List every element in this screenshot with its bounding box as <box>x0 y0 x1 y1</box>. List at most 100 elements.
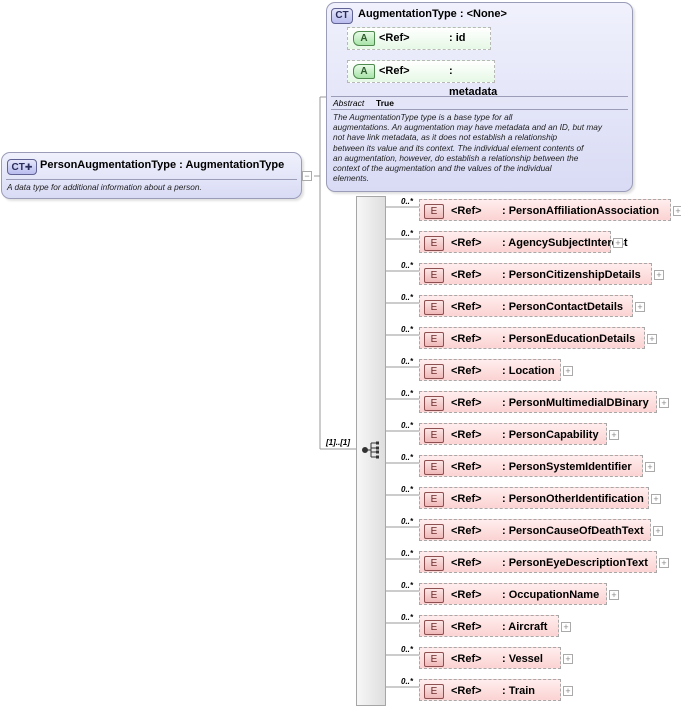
abstract-value: True <box>376 98 394 108</box>
element-name: : Train <box>502 685 536 697</box>
element-icon: E <box>424 492 444 507</box>
element-icon: E <box>424 620 444 635</box>
expand-icon[interactable]: + <box>613 238 623 248</box>
element-name: : PersonOtherIdentification <box>502 493 644 505</box>
expand-icon[interactable]: + <box>561 622 571 632</box>
attribute-metadata[interactable]: A <Ref> : metadata <box>347 60 497 98</box>
element-box[interactable]: E<Ref>: PersonEyeDescriptionText <box>419 551 657 573</box>
element-box[interactable]: E<Ref>: PersonCitizenshipDetails <box>419 263 652 285</box>
augmentation-type-box[interactable]: CT AugmentationType : <None> A <Ref> : i… <box>326 2 633 192</box>
element-icon: E <box>424 556 444 571</box>
element-name: : OccupationName <box>502 589 600 601</box>
element-box[interactable]: E <Ref> : PersonMultimedialDBinary <box>419 391 657 413</box>
element-ref: <Ref> <box>451 589 482 601</box>
description-line: augmentations. An augmentation may have … <box>333 122 603 133</box>
expand-icon[interactable]: + <box>673 206 681 216</box>
element-ref: <Ref> <box>451 365 482 377</box>
expand-icon[interactable]: + <box>647 334 657 344</box>
element-occurrence: 0..* <box>401 485 414 494</box>
element-occurrence: 0..* <box>401 677 414 686</box>
collapse-toggle-icon[interactable]: − <box>302 171 312 181</box>
attribute-icon: A <box>353 64 375 79</box>
element-box[interactable]: E<Ref>: PersonAffiliationAssociation <box>419 199 671 221</box>
augmentation-type-description: The AugmentationType type is a base type… <box>333 112 602 183</box>
expand-icon[interactable]: + <box>651 494 661 504</box>
expand-icon[interactable]: + <box>563 366 573 376</box>
element-occurrence: 0..* <box>401 645 414 654</box>
sequence-compositor[interactable] <box>356 196 386 706</box>
element-ref: <Ref> <box>451 237 482 249</box>
element-box[interactable]: E<Ref>: Location <box>419 359 561 381</box>
element-occurrence: 0..* <box>401 613 414 622</box>
element-box[interactable]: E <Ref> : PersonOtherIdentification <box>419 487 649 509</box>
expand-icon[interactable]: + <box>635 302 645 312</box>
description-line: context of the augmentation and the valu… <box>333 163 552 174</box>
element-icon: E <box>424 204 444 219</box>
attribute-id[interactable]: A <Ref> : id <box>347 27 491 50</box>
sequence-icon <box>362 441 379 459</box>
element-icon: E <box>424 588 444 603</box>
element-occurrence: 0..* <box>401 421 414 430</box>
element-occurrence: 0..* <box>401 325 414 334</box>
element-ref: <Ref> <box>451 493 482 505</box>
description-divider <box>331 109 628 110</box>
element-ref: <Ref> <box>451 525 482 537</box>
element-name: : PersonContactDetails <box>502 301 624 313</box>
element-box[interactable]: E<Ref>: Train <box>419 679 561 701</box>
element-box[interactable]: E<Ref>: PersonContactDetails <box>419 295 633 317</box>
element-name: : PersonMultimedialDBinary <box>502 397 649 409</box>
expand-icon[interactable]: + <box>659 398 669 408</box>
attribute-name: : id <box>449 32 466 44</box>
description-line: The AugmentationType type is a base type… <box>333 112 513 122</box>
element-box[interactable]: E <Ref> : OccupationName <box>419 583 607 605</box>
description-line: an augmentation, however, do establish a… <box>333 152 579 163</box>
element-box[interactable]: E<Ref>: PersonCapability <box>419 423 607 445</box>
element-icon: E <box>424 300 444 315</box>
expand-icon[interactable]: + <box>609 590 619 600</box>
element-box[interactable]: E <Ref> : PersonCauseOfDeathText <box>419 519 651 541</box>
element-name: : Aircraft <box>502 621 548 633</box>
element-icon: E <box>424 396 444 411</box>
element-occurrence: 0..* <box>401 293 414 302</box>
element-icon: E <box>424 332 444 347</box>
element-name: : PersonCauseOfDeathText <box>502 525 644 537</box>
attribute-icon: A <box>353 31 375 46</box>
description-line: not have link metadata, as it does not e… <box>333 132 558 143</box>
element-icon: E <box>424 236 444 251</box>
complex-type-icon: CT✚ <box>7 159 37 175</box>
element-ref: <Ref> <box>451 397 482 409</box>
element-ref: <Ref> <box>451 621 482 633</box>
element-name: : PersonEducationDetails <box>502 333 636 345</box>
element-ref: <Ref> <box>451 333 482 345</box>
expand-icon[interactable]: + <box>563 654 573 664</box>
element-box[interactable]: E<Ref>: Vessel <box>419 647 561 669</box>
element-ref: <Ref> <box>451 685 482 697</box>
expand-icon[interactable]: + <box>609 430 619 440</box>
element-box[interactable]: E<Ref>: PersonSystemIdentifier <box>419 455 643 477</box>
person-augmentation-type-box[interactable]: CT✚ PersonAugmentationType : Augmentatio… <box>1 152 302 199</box>
abstract-label: Abstract <box>333 98 365 108</box>
element-name: : AgencySubjectInterest <box>502 237 628 249</box>
element-occurrence: 0..* <box>401 453 414 462</box>
abstract-divider <box>331 96 628 97</box>
element-name: : PersonEyeDescriptionText <box>502 557 648 569</box>
description-line: between its value and its context. The i… <box>333 142 584 153</box>
expand-icon[interactable]: + <box>653 526 663 536</box>
element-occurrence: 0..* <box>401 549 414 558</box>
sequence-occurrence: [1]..[1] <box>326 438 350 447</box>
element-occurrence: 0..* <box>401 357 414 366</box>
title-divider <box>6 179 297 180</box>
expand-icon[interactable]: + <box>563 686 573 696</box>
element-box[interactable]: E <Ref> : PersonEducationDetails <box>419 327 645 349</box>
attribute-ref: <Ref> <box>379 65 410 77</box>
expand-icon[interactable]: + <box>654 270 664 280</box>
expand-icon[interactable]: + <box>659 558 669 568</box>
expand-icon[interactable]: + <box>645 462 655 472</box>
element-box[interactable]: E <Ref> : AgencySubjectInterest <box>419 231 628 253</box>
element-icon: E <box>424 524 444 539</box>
element-occurrence: 0..* <box>401 517 414 526</box>
element-icon: E <box>424 652 444 667</box>
element-ref: <Ref> <box>451 429 482 441</box>
element-box[interactable]: E <Ref> : Aircraft <box>419 615 559 637</box>
